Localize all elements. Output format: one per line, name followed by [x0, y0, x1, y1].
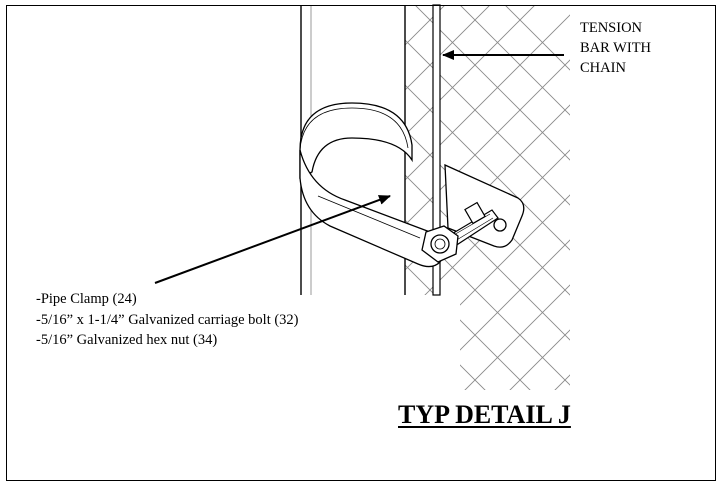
- pipe-clamp: [299, 102, 525, 268]
- callout-line: CHAIN: [580, 60, 626, 76]
- leader-arrows: [154, 50, 564, 284]
- callout-line: TENSION: [580, 20, 643, 36]
- tension-bar-callout: TENSION BAR WITH CHAIN: [580, 18, 651, 78]
- hex-nut: [421, 225, 459, 263]
- drawing-border: [6, 5, 716, 481]
- pipe-clamp-leader: [154, 195, 391, 284]
- callout-line: BAR WITH: [580, 40, 652, 56]
- note-hex-nut: -5/16” Galvanized hex nut (34): [36, 332, 218, 348]
- detail-title: TYP DETAIL J: [398, 400, 571, 429]
- note-pipe-clamp: -Pipe Clamp (24): [36, 291, 137, 307]
- note-carriage-bolt: -5/16” x 1-1/4” Galvanized carriage bolt…: [36, 311, 299, 328]
- parts-notes: -Pipe Clamp (24) -5/16” x 1-1/4” Galvani…: [36, 289, 299, 351]
